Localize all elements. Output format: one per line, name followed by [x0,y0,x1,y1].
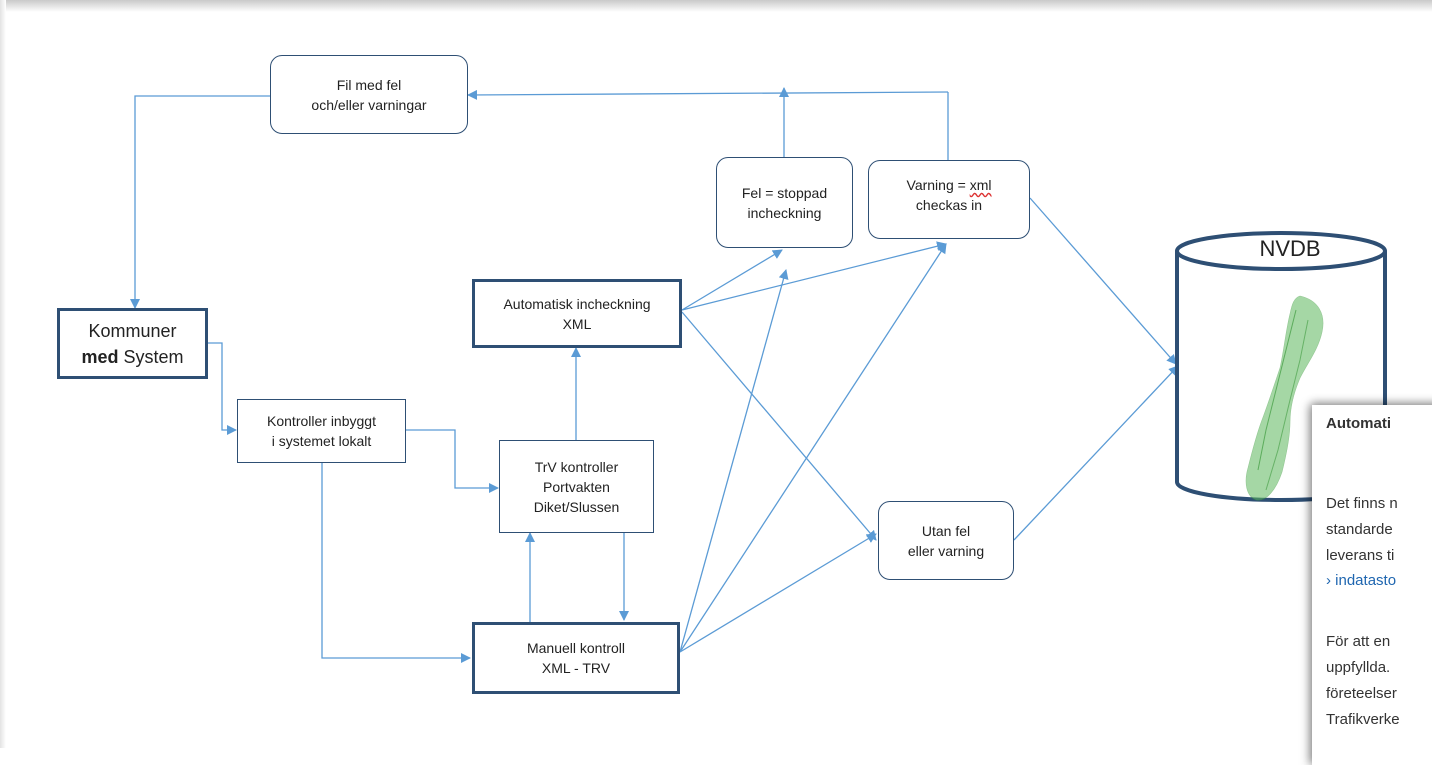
manual-check-line1: Manuell kontroll [526,640,626,656]
arrow-local-to-trv [406,429,499,493]
info-popup-panel: Automati Det finns n standarde leverans … [1312,405,1432,765]
flow-diagram [130,87,1387,663]
local-checks-line2: i systemet lokalt [271,433,372,449]
window-left-shadow [0,0,6,748]
error-stopped-line2: incheckning [747,204,822,221]
popup-text-line: uppfyllda. [1326,659,1391,676]
warning-checkin-line2: checkas in [915,197,983,213]
xml-spellcheck-word: xml [969,177,992,193]
error-file-box: Fil med fel och/eller varningar [270,55,468,134]
trv-checks-line1: TrV kontroller [534,458,619,475]
trv-checks-line3: Diket/Slussen [533,498,620,515]
popup-heading: Automati [1326,415,1391,432]
local-checks-box: Kontroller inbyggt i systemet lokalt [237,399,406,463]
arrow-municipality-to-local-checks [208,342,237,435]
popup-text-line: Trafikverke [1326,711,1400,728]
warning-checkin-prefix: Varning = [906,177,970,193]
local-checks-line1: Kontroller inbyggt [267,413,376,429]
nvdb-label: NVDB [1259,236,1321,261]
popup-text-line: leverans ti [1326,547,1395,564]
arrow-auto-to-noerror [681,311,877,541]
sweden-map-icon [1245,295,1324,501]
popup-text-line: företeelser [1326,685,1397,702]
arrow-auto-to-warning [681,241,947,311]
municipality-line1: Kommuner [88,320,177,341]
arrow-manual-to-warning [679,243,947,653]
trv-checks-box: TrV kontroller Portvakten Diket/Slussen [499,440,654,533]
municipality-system-box: Kommuner med System [57,308,208,379]
auto-checkin-box: Automatisk incheckning XML [472,279,682,348]
error-stopped-line1: Fel = stoppad [741,184,828,201]
popup-link[interactable]: › indatasto [1326,572,1397,589]
no-error-box: Utan fel eller varning [878,501,1014,580]
manual-check-box: Manuell kontroll XML - TRV [472,622,680,694]
popup-text-line: standarde [1326,521,1393,538]
arrow-manual-to-noerror [679,533,877,653]
arrow-warning-to-nvdb [1029,197,1177,365]
municipality-rest: System [118,346,184,367]
manual-check-line2: XML - TRV [541,660,611,676]
connector-lines [130,87,1179,663]
arrow-auto-to-error [681,249,783,311]
window-top-shadow [0,0,1432,12]
error-file-line1: Fil med fel [336,76,402,93]
arrow-manual-to-error [679,269,789,653]
trv-checks-line2: Portvakten [543,478,610,495]
auto-checkin-line1: Automatisk incheckning [503,295,651,312]
warning-checkin-box: Varning = xml checkas in [868,160,1030,239]
arrow-error-file-to-municipality [130,95,270,309]
arrow-local-to-manual [321,463,471,663]
arrow-noerror-to-nvdb [1013,365,1179,541]
no-error-line1: Utan fel [921,522,971,539]
error-file-line2: och/eller varningar [311,96,427,113]
popup-text-line: Det finns n [1326,495,1398,512]
arrow-feedback-to-error-file [467,89,949,100]
error-stopped-box: Fel = stoppad incheckning [716,157,853,248]
municipality-line2: med System [81,344,183,370]
auto-checkin-line2: XML [562,315,592,332]
warning-checkin-line1: Varning = xml [907,175,992,195]
municipality-bold-word: med [81,346,119,367]
popup-text-line: För att en [1326,633,1391,650]
no-error-line2: eller varning [907,542,985,559]
